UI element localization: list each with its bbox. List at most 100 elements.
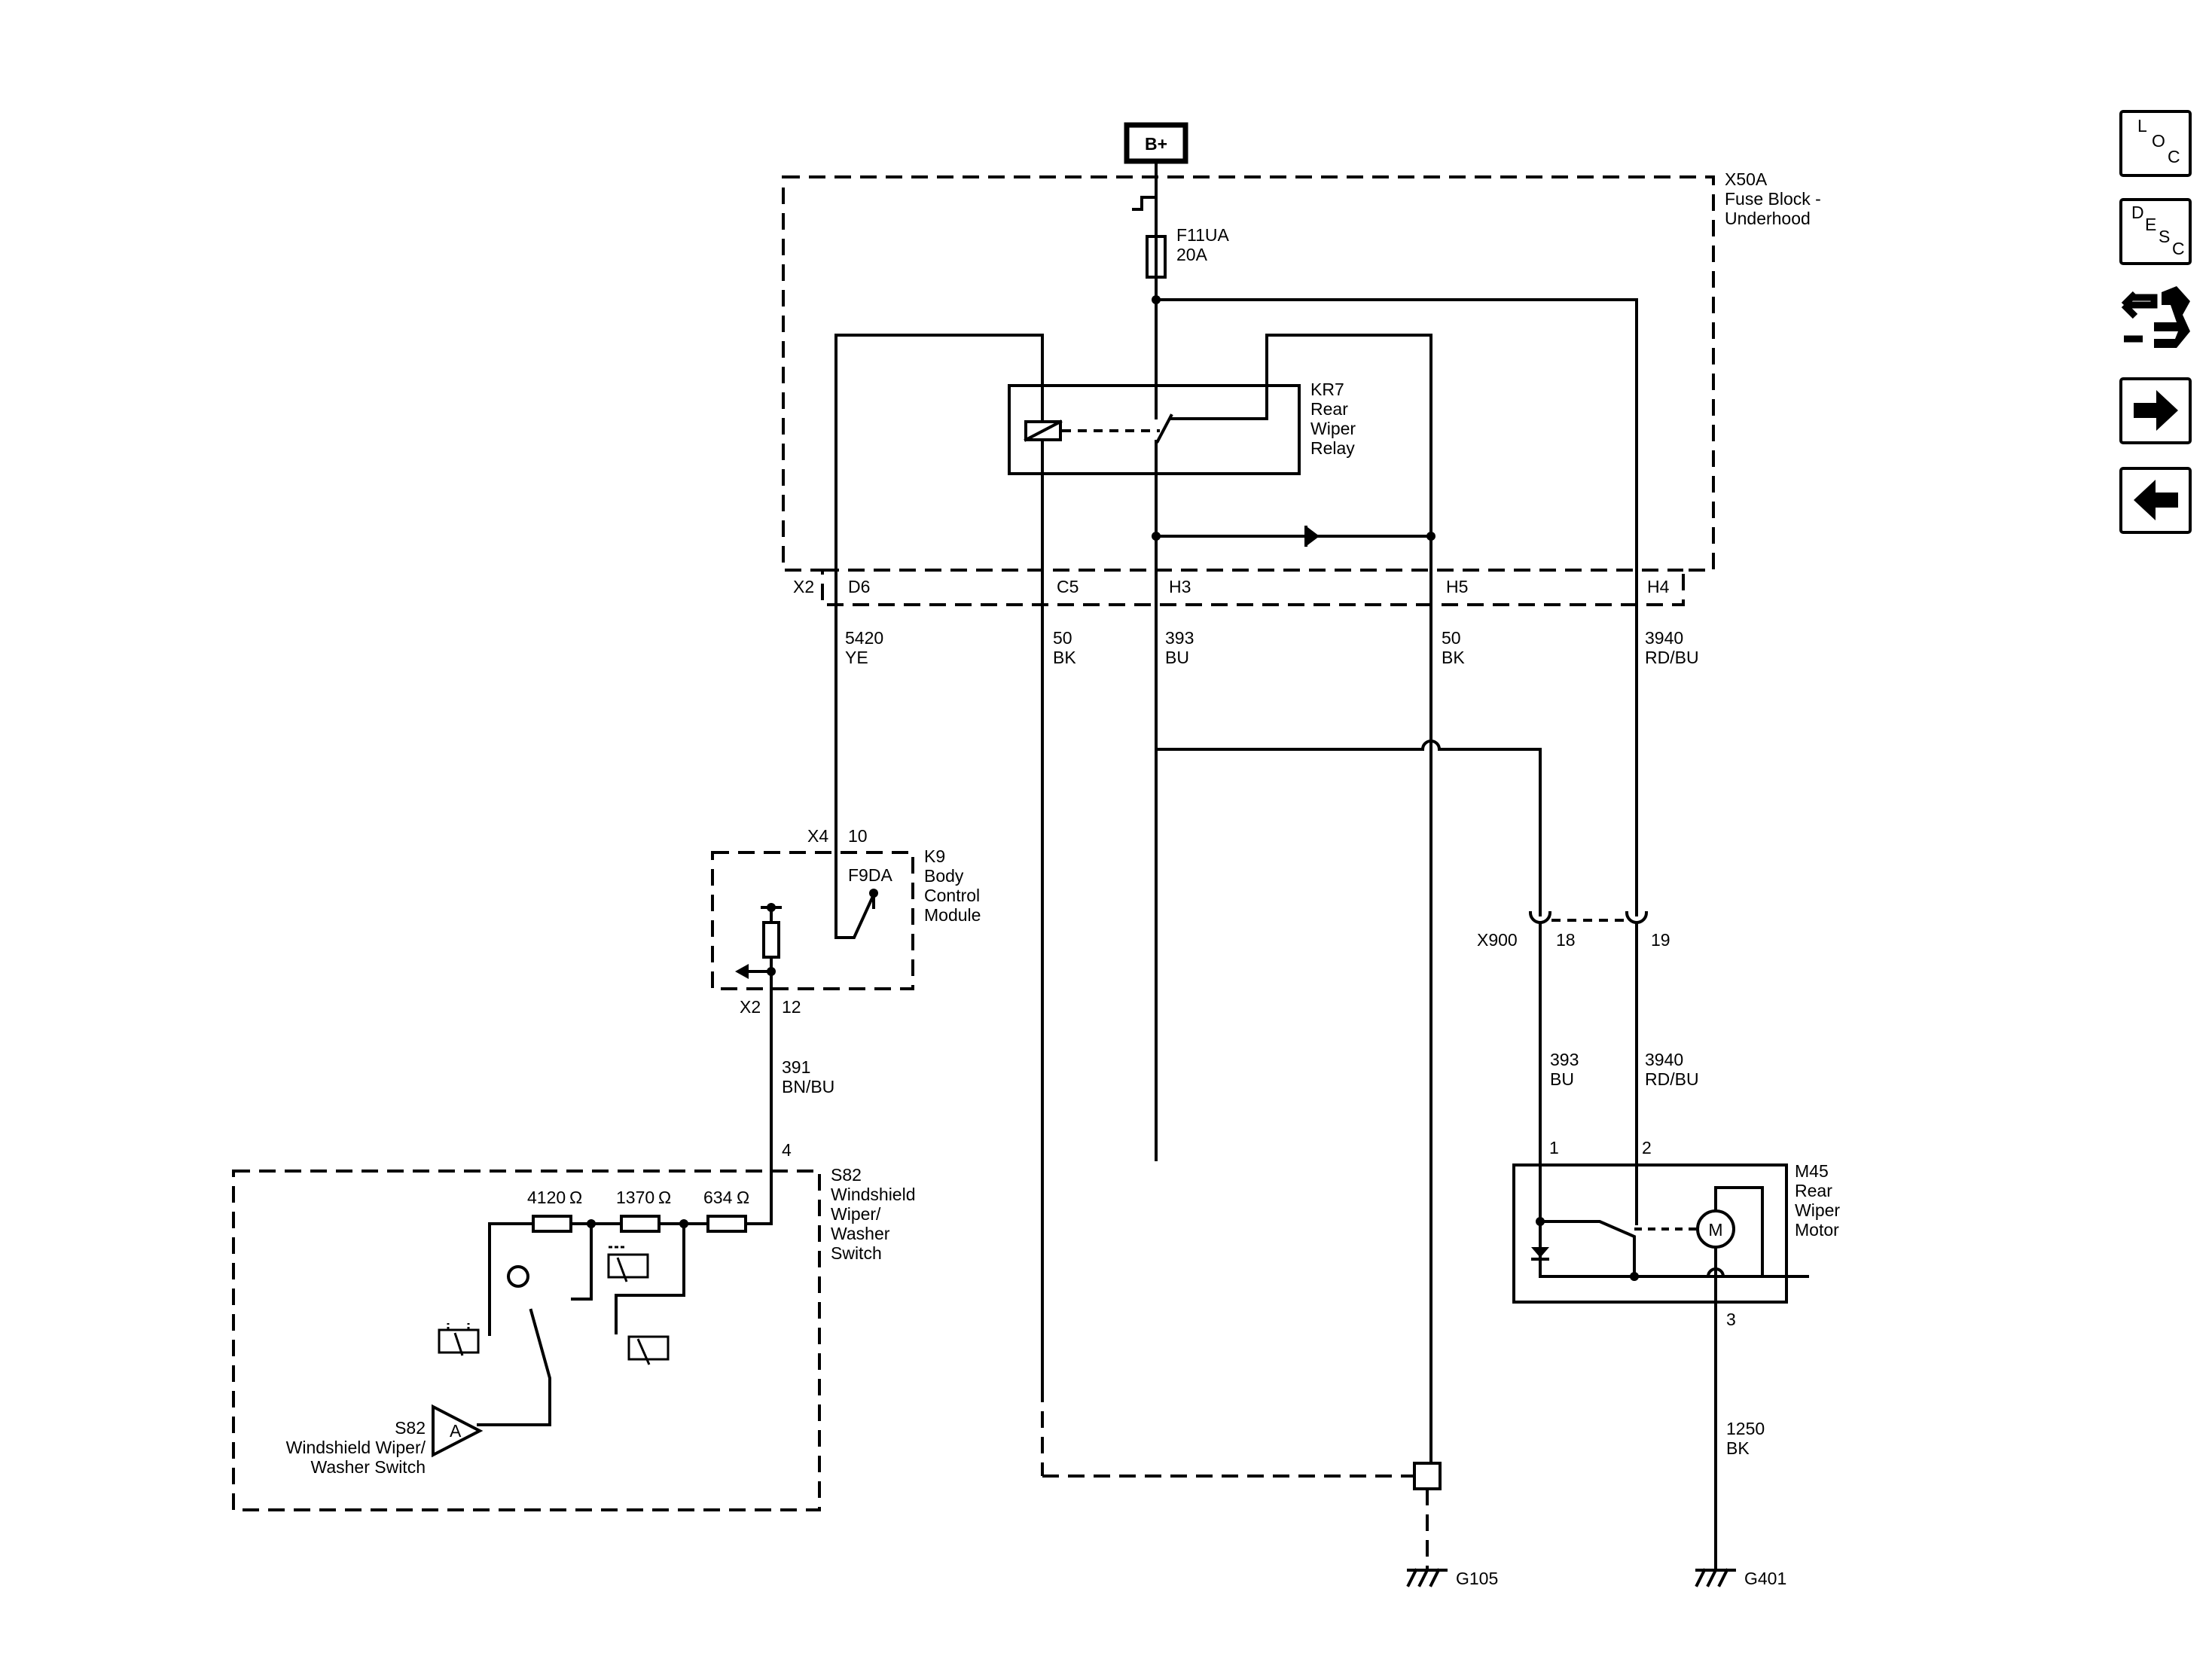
ground-g401: G401	[1744, 1569, 1786, 1588]
fuse-block-name-1: Fuse Block -	[1725, 189, 1821, 209]
resistor-634	[706, 1215, 747, 1233]
wire-50b-circuit: 50	[1442, 628, 1461, 648]
ground-symbol-g105	[1406, 1568, 1448, 1587]
switch-line1: Windshield	[831, 1185, 916, 1204]
arrow-right-icon	[2134, 390, 2178, 431]
pin-c5: C5	[1057, 577, 1079, 596]
motor-line3: Motor	[1795, 1220, 1839, 1240]
switch-pos-3	[627, 1335, 670, 1361]
wire-5420-circuit: 5420	[845, 628, 883, 648]
x900-pin-18	[1528, 910, 1552, 924]
previous-page-button[interactable]	[2119, 467, 2192, 534]
switch-line3: Washer	[831, 1224, 890, 1243]
bcm-fuse: F9DA	[848, 865, 892, 885]
bcm-resistor	[762, 921, 780, 959]
battery-label: B+	[1145, 134, 1167, 154]
wire-5420-color: YE	[845, 648, 868, 667]
motor-id: M45	[1795, 1161, 1829, 1181]
wire-50a-color: BK	[1053, 648, 1076, 667]
wire-50a-circuit: 50	[1053, 628, 1072, 648]
bcm-outline	[711, 851, 914, 990]
x900-pin1: 18	[1556, 930, 1576, 950]
switch-pin: 4	[782, 1140, 792, 1160]
bcm-pin-top: 10	[848, 826, 868, 846]
arrow-left-icon	[2134, 480, 2178, 520]
resistor-1370-ohm: Ω	[658, 1188, 671, 1207]
x900-id: X900	[1477, 930, 1518, 950]
fuse-id: F11UA	[1176, 225, 1230, 245]
pin-h5: H5	[1446, 577, 1468, 596]
resistor-4120-label: 4120	[527, 1188, 566, 1207]
ground-g105: G105	[1456, 1569, 1498, 1588]
motor-line1: Rear	[1795, 1181, 1832, 1200]
wire-393b-color: BU	[1550, 1069, 1574, 1089]
resistor-634-label: 634	[703, 1188, 733, 1207]
switch-line2: Wiper/	[831, 1204, 881, 1224]
resistor-4120	[532, 1215, 572, 1233]
location-button[interactable]: L O C	[2119, 110, 2192, 177]
wire-391-color: BN/BU	[782, 1077, 834, 1096]
wire-3940b-circuit: 3940	[1645, 1050, 1683, 1069]
bcm-pin-bottom: 12	[782, 997, 801, 1017]
fuse-block-name-2: Underhood	[1725, 209, 1811, 228]
wire-3940a-color: RD/BU	[1645, 648, 1699, 667]
wire-391-circuit: 391	[782, 1057, 810, 1077]
motor-pin1: 1	[1549, 1138, 1559, 1157]
wire-50b-color: BK	[1442, 648, 1465, 667]
bcm-conn-top: X4	[807, 826, 828, 846]
motor-diode	[1531, 1247, 1549, 1261]
desc-letter-e: E	[2145, 215, 2156, 234]
pin-d6: D6	[848, 577, 870, 596]
switch-outline	[232, 1170, 821, 1511]
switch-line4: Switch	[831, 1243, 882, 1263]
wire-393a-circuit: 393	[1165, 628, 1194, 648]
relay-box	[1008, 384, 1301, 475]
bcm-conn-bottom: X2	[740, 997, 761, 1017]
motor-pin2: 2	[1642, 1138, 1652, 1157]
resistor-1370-label: 1370	[616, 1188, 654, 1207]
x900-pin-19	[1625, 910, 1649, 924]
bcm-line2: Control	[924, 886, 980, 905]
desc-letter-c: C	[2172, 239, 2185, 258]
motor-line2: Wiper	[1795, 1200, 1840, 1220]
wire-393a-color: BU	[1165, 648, 1189, 667]
bcm-line3: Module	[924, 905, 981, 925]
switch-pos-2	[607, 1253, 649, 1279]
pin-h3: H3	[1169, 577, 1191, 596]
wire-1250-circuit: 1250	[1726, 1419, 1765, 1438]
loc-letter-l: L	[2137, 116, 2147, 136]
switch-id: S82	[831, 1165, 862, 1185]
switch-sub-line1: Windshield Wiper/	[286, 1438, 426, 1457]
ground-symbol-g401	[1695, 1568, 1736, 1587]
relay-line1: Rear	[1310, 399, 1348, 419]
relay-line3: Relay	[1310, 438, 1355, 458]
fuse-rating: 20A	[1176, 245, 1208, 264]
wire-3940b-color: RD/BU	[1645, 1069, 1699, 1089]
desc-letter-s: S	[2159, 227, 2170, 246]
bcm-id: K9	[924, 846, 945, 866]
diode-symbol	[1304, 526, 1320, 547]
next-page-button[interactable]	[2119, 377, 2192, 444]
fuse-block-id: X50A	[1725, 169, 1768, 189]
pin-h4: H4	[1647, 577, 1670, 596]
resistor-1370	[620, 1215, 661, 1233]
loc-letter-o: O	[2152, 131, 2165, 151]
fuse-block-outline	[782, 175, 1715, 606]
motor-box	[1512, 1163, 1788, 1304]
bcm-line1: Body	[924, 866, 964, 886]
x900-pin2: 19	[1651, 930, 1670, 950]
ground-splice	[1413, 1462, 1442, 1490]
connector-view-icon[interactable]	[2121, 286, 2190, 348]
switch-contact-open	[507, 1265, 529, 1288]
motor-pin3: 3	[1726, 1310, 1736, 1329]
resistor-634-ohm: Ω	[737, 1188, 749, 1207]
switch-sub-line2: Washer Switch	[310, 1457, 426, 1477]
motor-letter: M	[1708, 1220, 1722, 1240]
switch-sub-id: S82	[395, 1418, 426, 1438]
relay-line2: Wiper	[1310, 419, 1356, 438]
desc-letter-d: D	[2131, 203, 2144, 222]
switch-a-letter: A	[450, 1421, 462, 1441]
wire-3940a-circuit: 3940	[1645, 628, 1683, 648]
description-button[interactable]: D E S C	[2119, 198, 2192, 265]
wire-393b-circuit: 393	[1550, 1050, 1579, 1069]
